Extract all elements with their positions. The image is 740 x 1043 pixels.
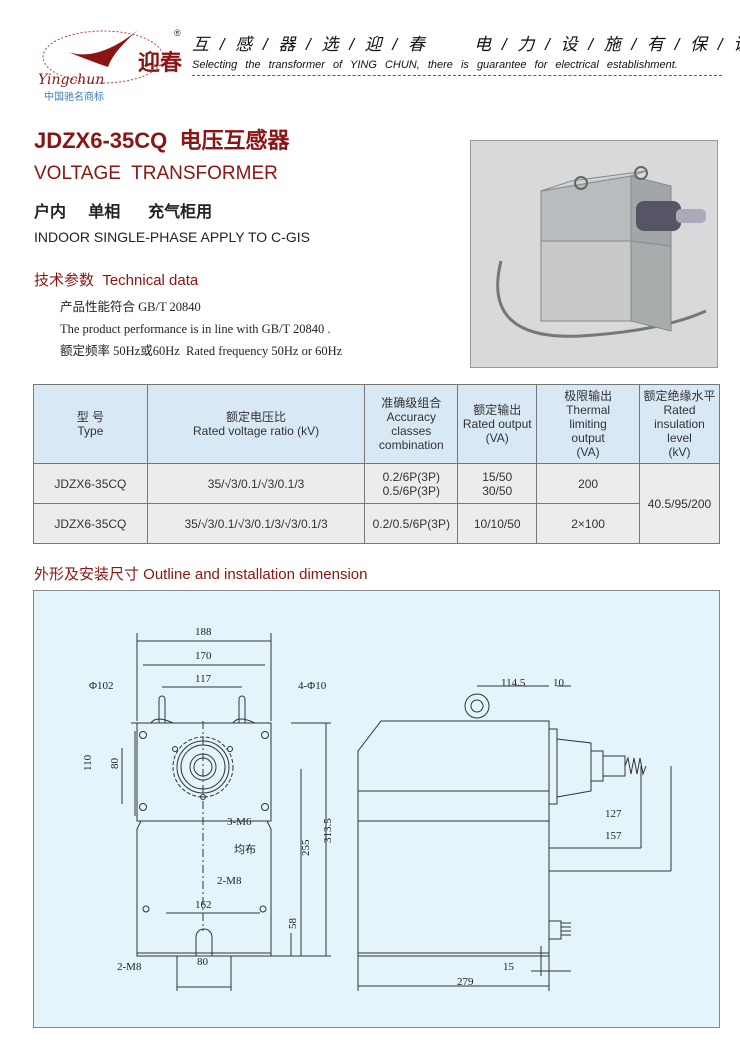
tech-line: The product performance is in line with … [60,322,331,336]
brand-logo: 迎春 Yingchun ® [28,22,193,92]
cell-thermal: 2×100 [536,503,640,544]
product-title-en: VOLTAGE TRANSFORMER [34,163,278,184]
dim-127: 127 [605,808,622,820]
outline-drawing: 188 170 117 Φ102 4-Φ10 110 80 3-M6 均布 25… [82,626,672,991]
dim-10: 10 [553,677,565,689]
dim-4phi10: 4-Φ10 [298,680,327,692]
tech-line: 额定频率 50Hz或60Hz Rated frequency 50Hz or 6… [60,344,343,358]
product-title: JDZX6-35CQ 电压互感器 [34,128,290,153]
slogan-cn: 互 / 感 / 器 / 选 / 迎 / 春 电 / 力 / 设 / 施 / 有 … [192,35,740,54]
table-row: JDZX6-35CQ 35/√3/0.1/√3/0.1/3 0.2/6P(3P)… [33,463,720,544]
tech-line: 产品性能符合 GB/T 20840 [60,300,201,314]
dim-phi102: Φ102 [89,680,114,692]
product-photo [470,140,718,368]
dim-114-5: 114.5 [501,677,526,689]
transformer-photo-icon [496,166,707,338]
outline-drawing-panel: 188 170 117 Φ102 4-Φ10 110 80 3-M6 均布 25… [33,590,720,1028]
dim-15: 15 [503,961,515,973]
dim-58: 58 [287,918,299,930]
dim-80-horizontal: 80 [197,956,209,968]
cell-type: JDZX6-35CQ [33,463,148,504]
table-row: JDZX6-35CQ 35/√3/0.1/√3/0.1/3/√3/0.1/3 0… [33,503,720,544]
dim-279: 279 [457,976,474,988]
cell-type: JDZX6-35CQ [33,503,148,544]
dimension-labels: 188 170 117 Φ102 4-Φ10 110 80 3-M6 均布 25… [82,626,622,988]
front-view [121,633,331,991]
dim-255: 255 [300,839,312,856]
cell-accuracy: 0.2/6P(3P)0.5/6P(3P) [364,463,459,504]
label-evenly-distributed: 均布 [234,843,256,856]
product-subtitle-cn: 户内 单相 充气柜用 [34,202,213,221]
registered-mark: ® [174,28,181,38]
dim-157: 157 [605,830,622,842]
dim-162: 162 [195,899,212,911]
cell-accuracy: 0.2/0.5/6P(3P) [364,503,459,544]
cell-thermal: 200 [536,463,640,504]
dim-2m8-top: 2-M8 [217,875,242,887]
dim-117: 117 [195,673,212,685]
brand-subtitle: 中国驰名商标 [44,92,104,103]
cell-insulation: 40.5/95/200 [639,463,720,544]
outline-heading: 外形及安装尺寸 Outline and installation dimensi… [34,566,368,583]
cell-ratio: 35/√3/0.1/√3/0.1/3/√3/0.1/3 [146,503,366,544]
dim-170: 170 [195,650,212,662]
product-subtitle-en: INDOOR SINGLE-PHASE APPLY TO C-GIS [34,229,310,245]
cell-ratio: 35/√3/0.1/√3/0.1/3 [146,463,366,504]
dim-110: 110 [82,754,94,771]
dim-188: 188 [195,626,212,638]
logo-script: Yingchun [38,72,105,88]
header-divider [192,75,722,76]
dim-3m6: 3-M6 [227,816,252,828]
side-view [357,685,672,991]
swallow-logo-icon [42,30,164,84]
cell-output: 10/10/50 [457,503,538,544]
dim-2m8-bottom: 2-M8 [117,961,142,973]
dim-80-vertical: 80 [109,758,121,770]
tech-heading: 技术参数 Technical data [34,272,199,289]
dim-313-5: 313.5 [322,818,334,843]
slogan-en: Selecting the transformer of YING CHUN, … [192,59,678,71]
logo-cn: 迎春 [138,50,183,75]
